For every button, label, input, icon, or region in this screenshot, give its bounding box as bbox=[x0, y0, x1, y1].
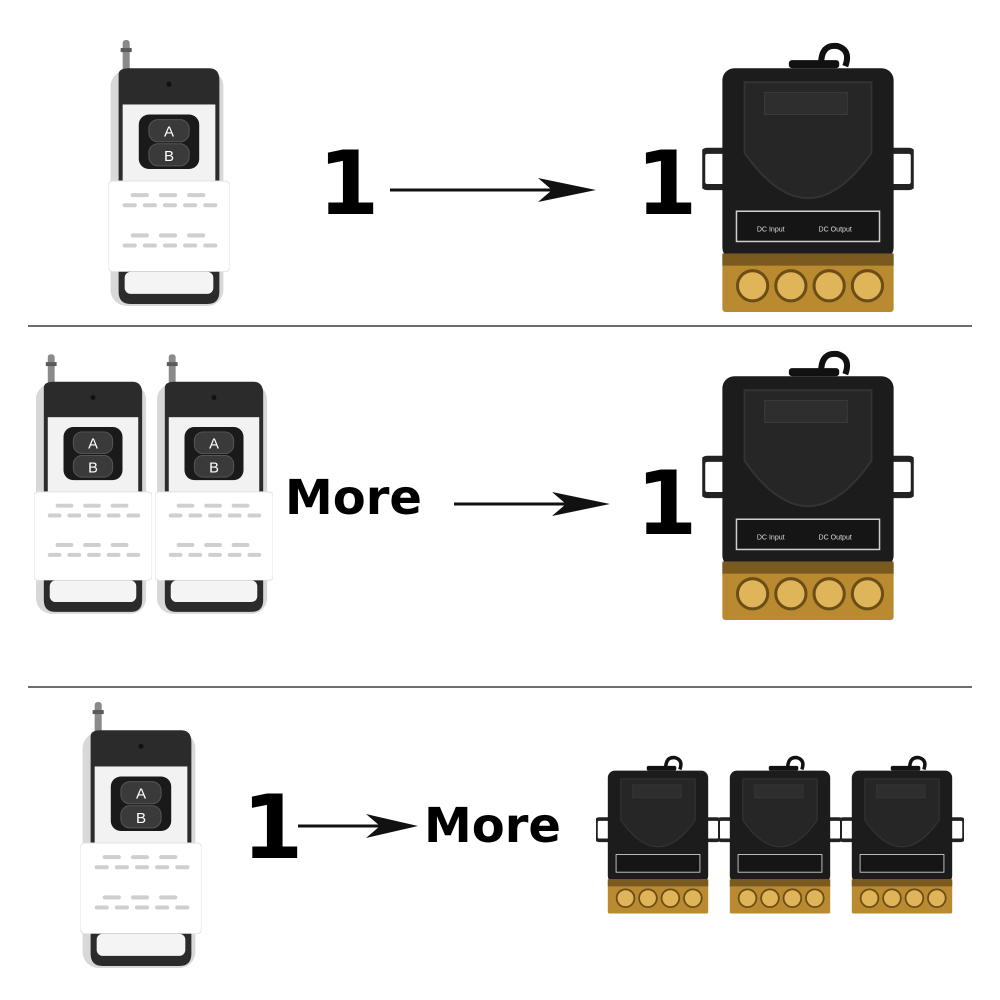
button-a-label: A bbox=[88, 437, 98, 453]
row-2-left-label: More bbox=[285, 470, 422, 526]
remote-icon: A B bbox=[34, 354, 152, 620]
row-1-right-label: 1 bbox=[636, 132, 698, 235]
button-b-label: B bbox=[209, 460, 219, 476]
row-3-right-label: More bbox=[424, 798, 561, 854]
remote-icon: A B bbox=[108, 40, 230, 312]
button-a-label: A bbox=[164, 124, 175, 141]
button-b-label: B bbox=[164, 148, 174, 165]
receiver-icon bbox=[718, 750, 842, 920]
dc-input-label: DC Input bbox=[757, 226, 785, 233]
button-a-label: A bbox=[136, 786, 147, 803]
divider-bottom bbox=[28, 686, 972, 688]
remote-icon: A B bbox=[155, 354, 273, 620]
arrow-icon bbox=[454, 492, 610, 516]
button-b-label: B bbox=[136, 810, 146, 827]
divider-top bbox=[28, 325, 972, 327]
dc-output-label: DC Output bbox=[819, 534, 852, 541]
row-1-left-label: 1 bbox=[318, 132, 380, 235]
remote-icon: A B bbox=[80, 702, 202, 974]
dc-input-label: DC Input bbox=[757, 534, 785, 541]
row-2-right-label: 1 bbox=[636, 452, 698, 555]
arrow-icon bbox=[390, 178, 596, 202]
receiver-icon bbox=[840, 750, 964, 920]
receiver-icon: DC Input DC Output bbox=[702, 42, 914, 314]
arrow-icon bbox=[298, 814, 418, 838]
button-a-label: A bbox=[209, 437, 219, 453]
button-b-label: B bbox=[88, 460, 98, 476]
receiver-icon: DC Input DC Output bbox=[702, 350, 914, 622]
row-3-left-label: 1 bbox=[242, 776, 304, 879]
receiver-icon bbox=[596, 750, 720, 920]
dc-output-label: DC Output bbox=[819, 226, 852, 233]
